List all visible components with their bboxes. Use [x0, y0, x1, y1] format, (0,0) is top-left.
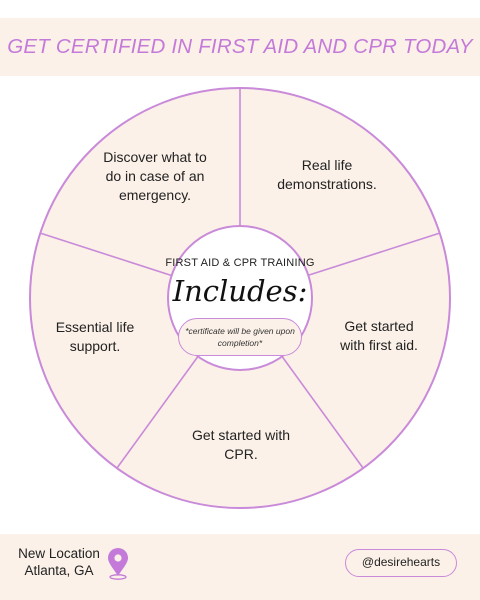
segment-life-support: Essential life support. — [55, 319, 135, 354]
headline: GET CERTIFIED IN FIRST AID AND CPR TODAY — [7, 35, 473, 58]
header-band — [0, 18, 480, 76]
divider-right — [305, 232, 441, 277]
map-pin-icon — [108, 548, 128, 580]
location-text: New Location Atlanta, GA — [14, 545, 104, 579]
footer-band — [0, 534, 480, 600]
segment-first-aid: Get started with first aid. — [340, 318, 418, 353]
divider-left — [39, 232, 174, 277]
social-handle-pill[interactable]: @desirehearts — [345, 549, 457, 577]
segment-demonstrations: Real life demonstrations. — [277, 157, 377, 192]
segment-cpr: Get started with CPR. — [191, 427, 291, 462]
certificate-note: *certificate will be given upon completi… — [178, 318, 302, 356]
location-line2: Atlanta, GA — [24, 563, 94, 578]
divider-lower-left — [116, 354, 200, 469]
center-heading: Includes: — [172, 274, 308, 308]
divider-lower-right — [280, 354, 364, 469]
segment-emergency: Discover what to do in case of an emerge… — [103, 149, 207, 203]
location-line1: New Location — [18, 546, 100, 561]
center-title: FIRST AID & CPR TRAINING — [165, 257, 315, 269]
